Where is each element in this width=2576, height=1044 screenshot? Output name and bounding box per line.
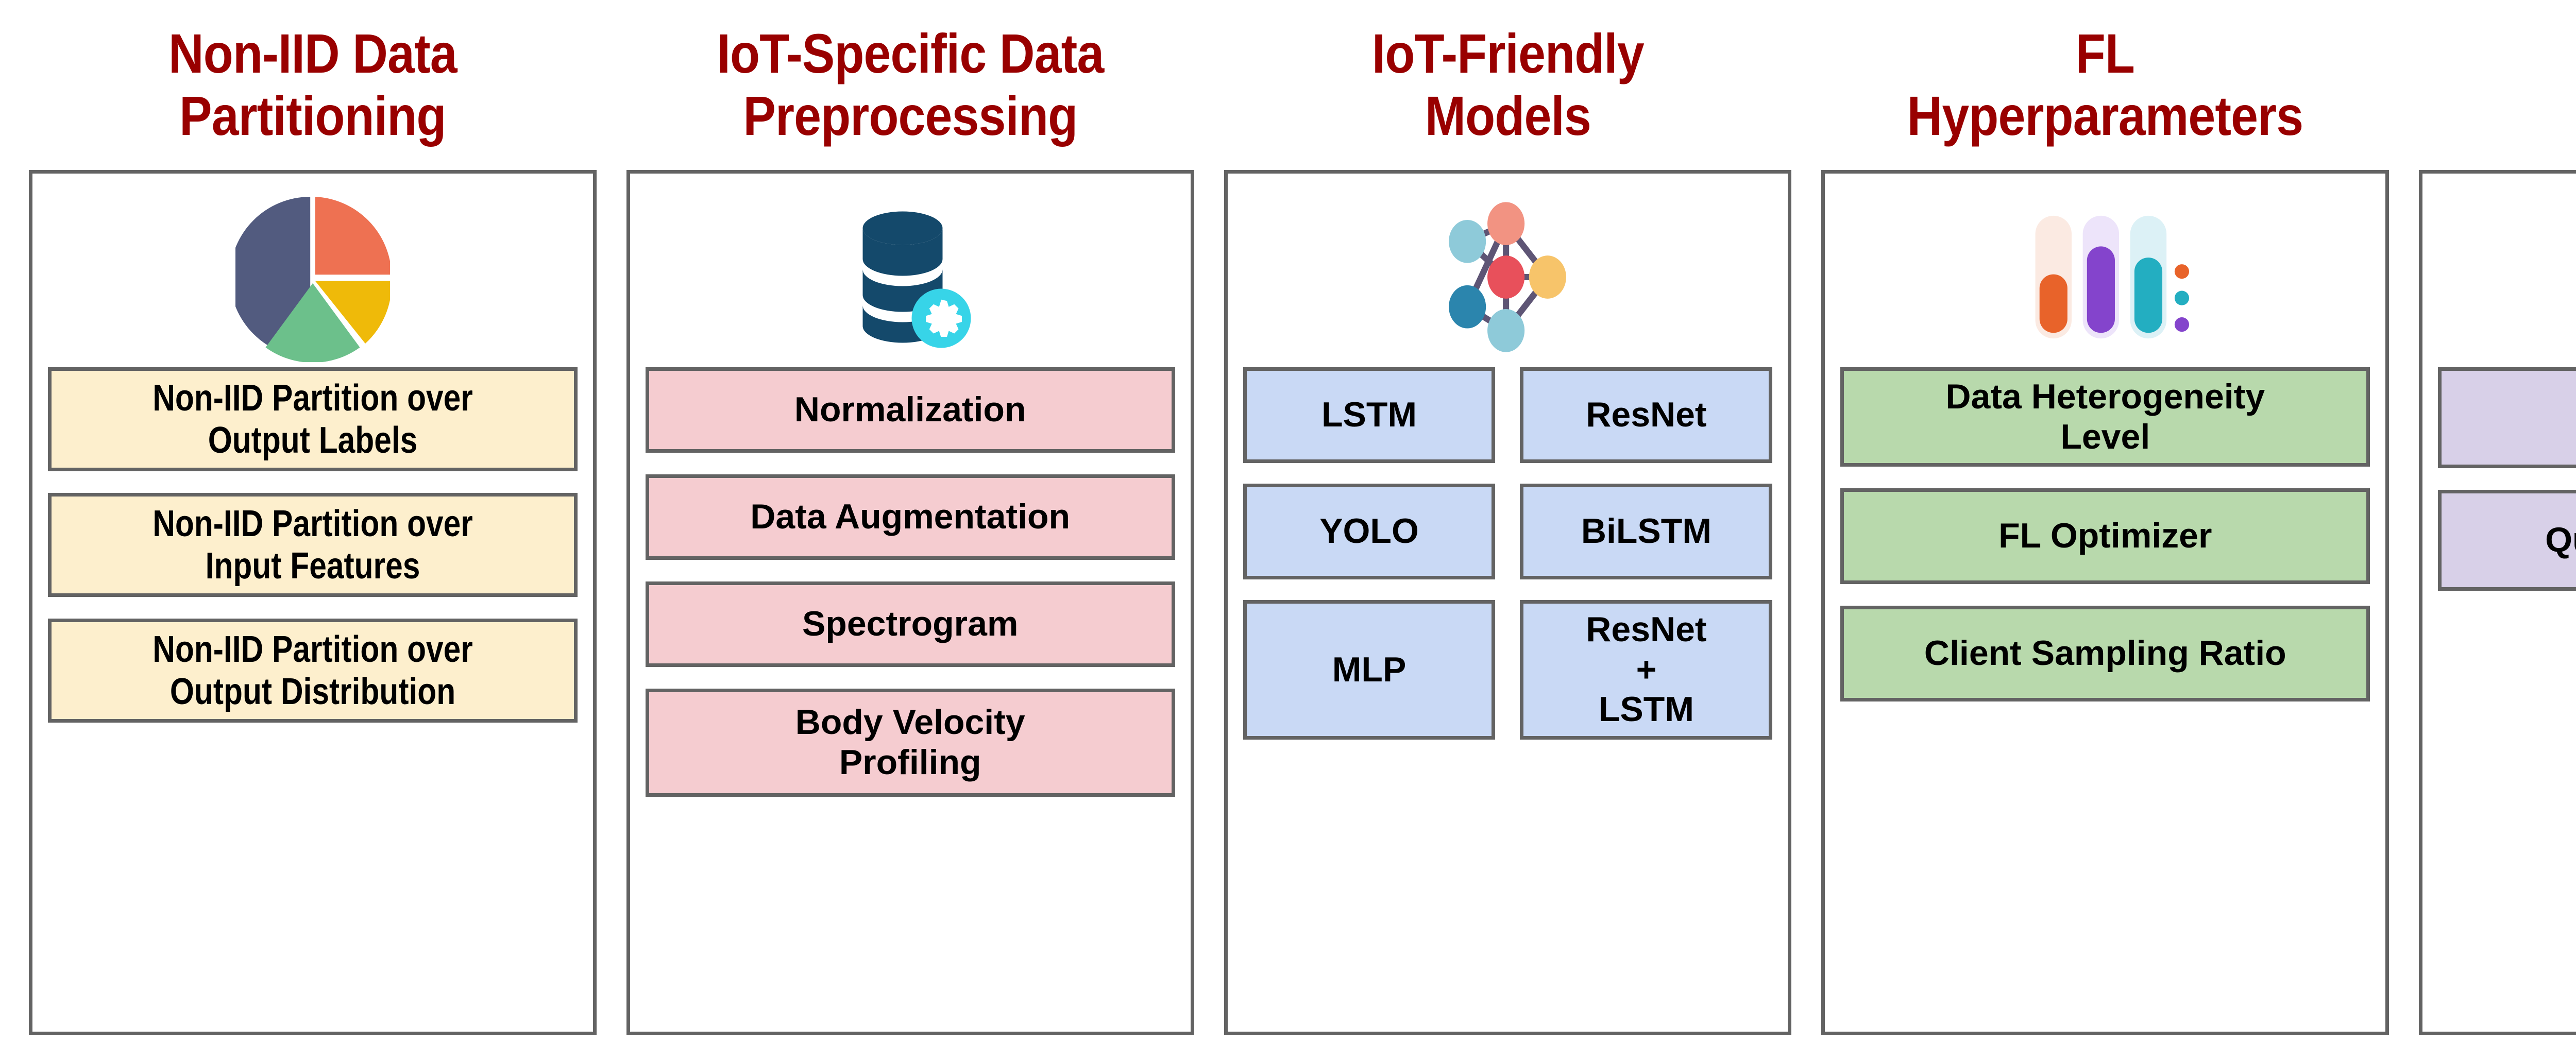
- column-iot-factor-emulator: IoT-Factor Emulator: [2419, 0, 2576, 1035]
- item-body-velocity-profiling[interactable]: Body Velocity Profiling: [645, 689, 1175, 797]
- column-iot-specific-data-preprocessing: IoT-Specific Data Preprocessing: [626, 0, 1194, 1035]
- item-noisy-labels[interactable]: Noisy Labels: [2438, 367, 2576, 468]
- item-yolo[interactable]: YOLO: [1243, 484, 1496, 579]
- column-non-iid-data-partitioning: Non-IID Data Partitioning Non-IID Partit…: [29, 0, 597, 1035]
- item-resnet[interactable]: ResNet: [1520, 367, 1773, 463]
- item-bilstm[interactable]: BiLSTM: [1520, 484, 1773, 579]
- panel-1: Non-IID Partition over Output Labels Non…: [29, 170, 597, 1035]
- column-title-2-line-1: IoT-Specific Data: [717, 22, 1104, 85]
- panel-5: Noisy Labels Quantized Training: [2419, 170, 2576, 1035]
- column-title-2: IoT-Specific Data Preprocessing: [660, 0, 1160, 170]
- column-iot-friendly-models: IoT-Friendly Models: [1224, 0, 1792, 1035]
- column-title-3-line-2: Models: [1425, 84, 1591, 147]
- item-non-iid-output-labels[interactable]: Non-IID Partition over Output Labels: [48, 367, 578, 472]
- item-data-heterogeneity-level[interactable]: Data Heterogeneity Level: [1840, 367, 2370, 467]
- iot-wifi-icon: [2438, 187, 2576, 367]
- item-non-iid-input-features[interactable]: Non-IID Partition over Input Features: [48, 493, 578, 597]
- pie-chart-icon: [48, 187, 578, 367]
- items-list-2: Normalization Data Augmentation Spectrog…: [645, 367, 1175, 797]
- item-spectrogram[interactable]: Spectrogram: [645, 581, 1175, 667]
- item-resnet-plus-lstm[interactable]: ResNet + LSTM: [1520, 600, 1773, 740]
- item-non-iid-output-distribution[interactable]: Non-IID Partition over Output Distributi…: [48, 619, 578, 723]
- column-title-1: Non-IID Data Partitioning: [63, 0, 563, 170]
- database-gear-icon: [646, 187, 1175, 367]
- item-lstm[interactable]: LSTM: [1243, 367, 1496, 463]
- column-title-1-line-2: Partitioning: [179, 84, 446, 147]
- items-list-3: LSTM ResNet YOLO BiLSTM MLP ResNet + LST…: [1243, 367, 1773, 740]
- column-title-2-line-2: Preprocessing: [743, 84, 1078, 147]
- neural-network-icon: [1243, 187, 1773, 367]
- column-title-4: FL Hyperparameters: [1855, 0, 2355, 170]
- item-mlp[interactable]: MLP: [1243, 600, 1496, 740]
- items-list-4: Data Heterogeneity Level FL Optimizer Cl…: [1840, 367, 2370, 702]
- items-list-5: Noisy Labels Quantized Training: [2438, 367, 2576, 591]
- column-fl-hyperparameters: FL Hyperparameters Data Heterogeneity: [1821, 0, 2389, 1035]
- sliders-icon: [1840, 187, 2370, 367]
- column-title-1-line-1: Non-IID Data: [168, 22, 457, 85]
- column-title-3-line-1: IoT-Friendly: [1371, 22, 1644, 85]
- column-title-3: IoT-Friendly Models: [1258, 0, 1758, 170]
- item-fl-optimizer[interactable]: FL Optimizer: [1840, 488, 2370, 585]
- item-quantized-training[interactable]: Quantized Training: [2438, 490, 2576, 591]
- items-list-1: Non-IID Partition over Output Labels Non…: [48, 367, 578, 723]
- panel-3: LSTM ResNet YOLO BiLSTM MLP ResNet + LST…: [1224, 170, 1792, 1035]
- column-title-5: IoT-Factor Emulator: [2453, 0, 2576, 170]
- column-title-4-line-1: FL: [2076, 22, 2135, 85]
- panel-4: Data Heterogeneity Level FL Optimizer Cl…: [1821, 170, 2389, 1035]
- column-title-4-line-2: Hyperparameters: [1907, 84, 2304, 147]
- panel-2: Normalization Data Augmentation Spectrog…: [626, 170, 1194, 1035]
- item-normalization[interactable]: Normalization: [645, 367, 1175, 453]
- item-client-sampling-ratio[interactable]: Client Sampling Ratio: [1840, 606, 2370, 702]
- item-data-augmentation[interactable]: Data Augmentation: [645, 474, 1175, 560]
